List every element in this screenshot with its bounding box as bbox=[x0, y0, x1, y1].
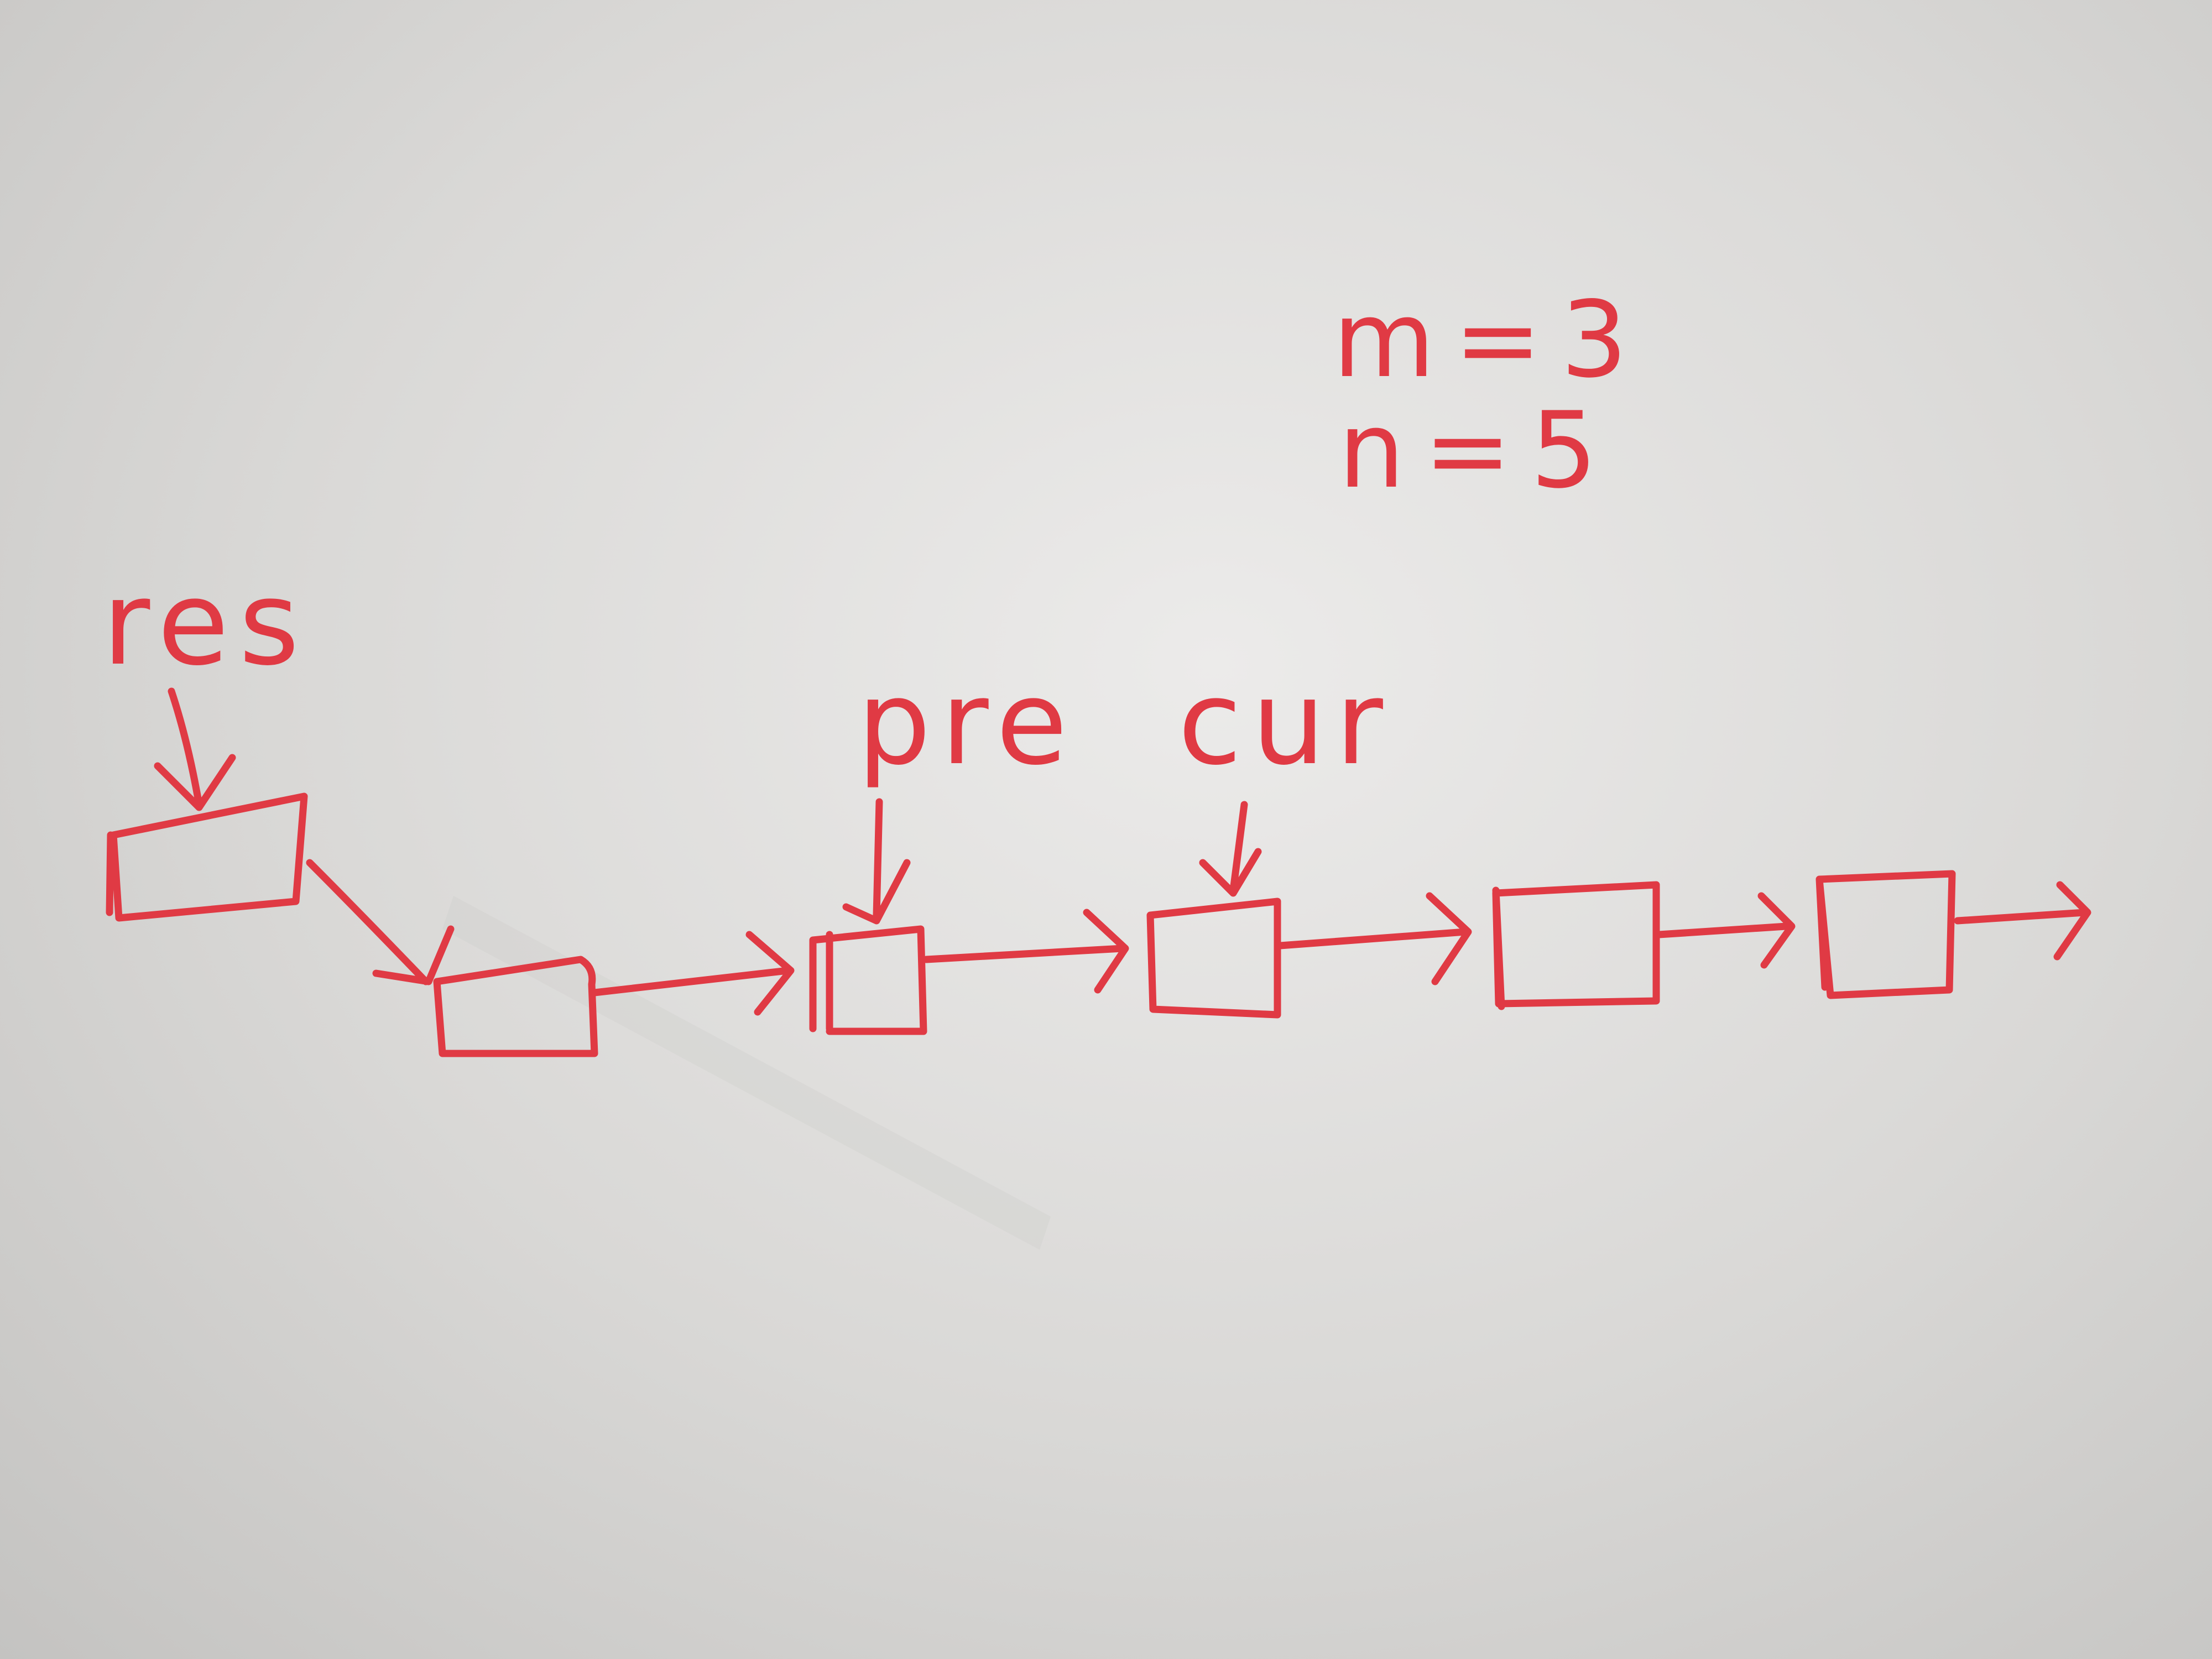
pointer-arrow-res bbox=[154, 687, 236, 811]
list-node-4 bbox=[1492, 881, 1660, 1010]
next-arrow-4 bbox=[1655, 892, 1796, 969]
param-n: n=5 bbox=[1338, 389, 1616, 512]
next-arrow-trailing bbox=[1954, 881, 2091, 961]
paper-fold-shadow bbox=[442, 896, 1051, 1250]
pointer-arrow-pre bbox=[842, 798, 911, 925]
next-arrow-1 bbox=[591, 931, 795, 1016]
list-node-2 bbox=[809, 925, 927, 1035]
list-node-3 bbox=[1146, 898, 1281, 1019]
next-arrow-0 bbox=[306, 859, 455, 985]
pointer-label-pre: pre bbox=[857, 655, 1077, 791]
list-node-0 bbox=[106, 792, 308, 922]
list-node-5 bbox=[1815, 870, 1956, 999]
pointer-label-cur: cur bbox=[1178, 655, 1393, 791]
param-m: m=3 bbox=[1333, 279, 1646, 401]
next-arrow-3 bbox=[1276, 892, 1472, 985]
list-node-1 bbox=[433, 956, 598, 1057]
pointer-label-res: res bbox=[102, 556, 309, 691]
next-arrow-2 bbox=[922, 909, 1129, 994]
pointer-arrow-cur bbox=[1199, 801, 1262, 897]
